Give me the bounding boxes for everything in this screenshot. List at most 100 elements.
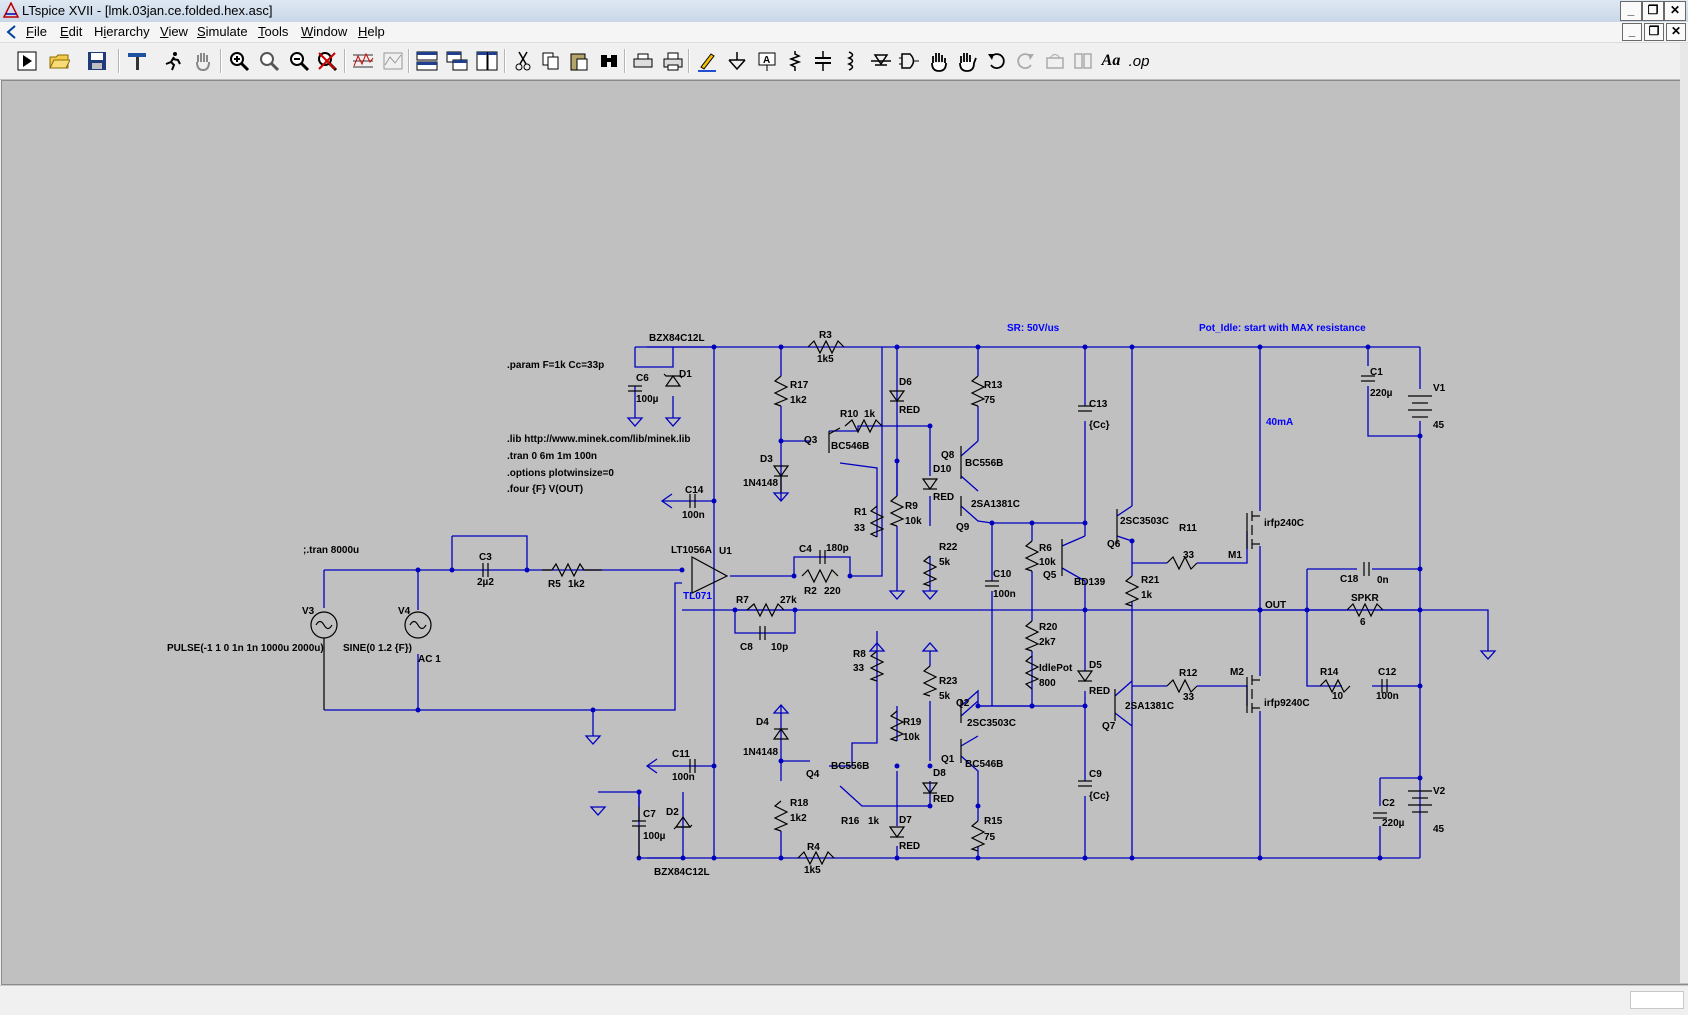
schematic-canvas[interactable]: ;.tran 8000u V3 PULSE(-1 1 0 1n 1n 1000u… [1,80,1688,985]
menu-view[interactable]: View [160,24,188,39]
resistor-icon[interactable] [782,48,808,74]
schematic-drawing[interactable]: ;.tran 8000u V3 PULSE(-1 1 0 1n 1n 1000u… [2,81,1688,984]
svg-text:D5: D5 [1089,660,1102,671]
svg-text:1k: 1k [864,409,876,420]
svg-text:800: 800 [1039,678,1056,689]
svg-text:40mA: 40mA [1266,417,1293,428]
control-panel-icon[interactable] [124,48,150,74]
mirror-icon[interactable] [1070,48,1096,74]
svg-text:100n: 100n [682,510,705,521]
svg-text:V2: V2 [1433,786,1446,797]
svg-text:M2: M2 [1230,667,1244,678]
menu-window[interactable]: Window [301,24,348,39]
svg-text:D8: D8 [933,768,946,779]
zoom-in-icon[interactable] [226,48,252,74]
cut-icon[interactable] [510,48,536,74]
svg-text:R3: R3 [819,330,832,341]
hand-pan-icon[interactable] [190,48,216,74]
svg-text:2SA1381C: 2SA1381C [971,499,1020,510]
svg-text:RED: RED [899,405,920,416]
capacitor-icon[interactable] [810,48,836,74]
menu-file[interactable]: File [26,24,47,39]
ltspice-app-icon[interactable] [3,2,19,18]
cascade-icon[interactable] [444,48,470,74]
restore-button[interactable]: ❐ [1642,1,1664,21]
undo-icon[interactable] [984,48,1010,74]
zoom-fit-icon[interactable] [256,48,282,74]
svg-text:R2: R2 [804,586,817,597]
find-icon[interactable] [596,48,622,74]
wires [323,346,1489,859]
copy-icon[interactable] [538,48,564,74]
open-icon[interactable] [46,48,72,74]
svg-text:R19: R19 [903,717,922,728]
component-icon[interactable] [896,48,922,74]
svg-text:33: 33 [1183,550,1195,561]
save-icon[interactable] [84,48,110,74]
svg-text:.four {F} V(OUT): .four {F} V(OUT) [507,484,583,495]
run-icon[interactable] [14,48,40,74]
diode-icon[interactable] [868,48,894,74]
waveform-fit-icon[interactable] [380,48,406,74]
svg-text:6: 6 [1360,617,1366,628]
svg-text:180p: 180p [826,543,849,554]
mdi-close-button[interactable]: ✕ [1666,23,1686,41]
svg-text:R4: R4 [807,842,820,853]
label-net-icon[interactable]: A [754,48,780,74]
ground-symbols [584,417,1497,816]
svg-text:V3: V3 [302,606,315,617]
zoom-cancel-icon[interactable] [314,48,340,74]
svg-text:10k: 10k [1039,557,1056,568]
svg-text:R11: R11 [1179,523,1197,534]
svg-text:5k: 5k [939,557,951,568]
tile-horizontal-icon[interactable] [414,48,440,74]
run-man-icon[interactable] [160,48,186,74]
window-title: LTspice XVII - [lmk.03jan.ce.folded.hex.… [22,3,273,18]
svg-text:R7: R7 [736,595,749,606]
print-setup-icon[interactable] [630,48,656,74]
paste-icon[interactable] [566,48,592,74]
menu-tools[interactable]: Tools [258,24,289,39]
svg-text:R18: R18 [790,798,809,809]
svg-text:.tran 0 6m 1m 100n: .tran 0 6m 1m 100n [507,451,597,462]
mdi-restore-button[interactable]: ❐ [1644,23,1664,41]
text-icon[interactable]: Aa [1101,52,1121,69]
svg-text:U1: U1 [719,546,732,557]
menu-hierarchy[interactable]: Hierarchy [94,24,150,39]
close-button[interactable]: ✕ [1664,1,1686,21]
zoom-out-icon[interactable] [286,48,312,74]
print-icon[interactable] [660,48,686,74]
svg-text:33: 33 [853,663,865,674]
drag-icon[interactable] [954,48,980,74]
junction-dots [415,344,1423,861]
component-labels: ;.tran 8000u V3 PULSE(-1 1 0 1n 1n 1000u… [167,330,1446,878]
svg-text:Q7: Q7 [1102,721,1116,732]
svg-text:5k: 5k [939,691,951,702]
scrollbar-edge[interactable] [1680,43,1688,983]
svg-text:R21: R21 [1141,575,1160,586]
svg-text:Q9: Q9 [956,522,970,533]
pencil-wire-icon[interactable] [694,48,720,74]
menu-edit[interactable]: Edit [60,24,83,39]
mdi-minimize-button[interactable]: _ [1622,23,1642,41]
menu-help[interactable]: Help [358,24,385,39]
component-symbols [310,339,1432,866]
svg-text:OUT: OUT [1265,600,1286,611]
mdi-child-icon[interactable] [4,24,18,40]
ground-icon[interactable] [724,48,750,74]
move-icon[interactable] [926,48,952,74]
rotate-icon[interactable] [1042,48,1068,74]
svg-text:C3: C3 [479,552,492,563]
svg-text:1k2: 1k2 [790,395,807,406]
spice-directive-icon[interactable]: .op [1128,52,1150,70]
waveform-icon[interactable] [350,48,376,74]
redo-icon[interactable] [1012,48,1038,74]
svg-text:R13: R13 [984,380,1003,391]
inductor-icon[interactable] [838,48,864,74]
minimize-button[interactable]: _ [1620,1,1642,21]
svg-text:Q4: Q4 [806,769,820,780]
menu-simulate[interactable]: Simulate [197,24,248,39]
svg-text:Q1: Q1 [941,754,955,765]
tile-vertical-icon[interactable] [474,48,500,74]
status-cell [1630,991,1684,1009]
